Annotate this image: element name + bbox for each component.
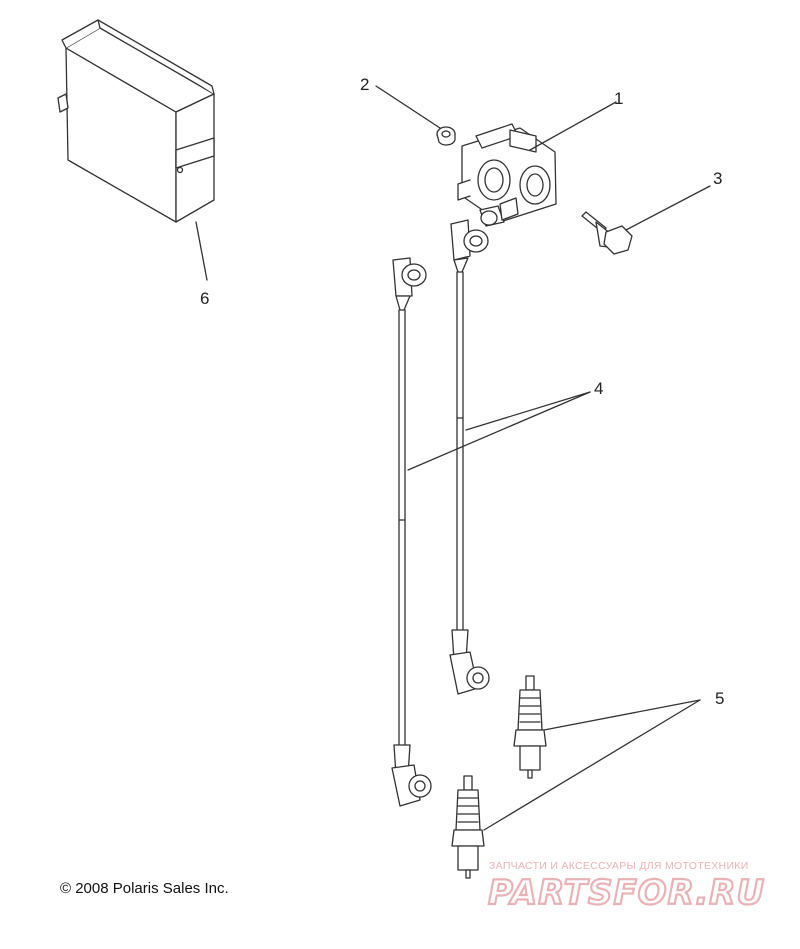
callout-3: 3 <box>713 169 723 188</box>
copyright-notice: © 2008 Polaris Sales Inc. <box>60 880 229 897</box>
callout-4: 4 <box>594 379 604 398</box>
part-4-spark-plug-wires <box>391 219 591 807</box>
watermark-logo-image: PARTSFOR.RU <box>487 872 765 914</box>
watermark-logo-glyphs: PARTSFOR.RU <box>488 873 765 912</box>
callout-1: 1 <box>614 89 624 108</box>
watermark-tagline: ЗАПЧАСТИ И АКСЕССУАРЫ ДЛЯ МОТОТЕХНИКИ <box>489 860 749 872</box>
part-3-bolt <box>581 185 711 255</box>
callout-5: 5 <box>715 689 725 708</box>
part-6-control-module <box>57 19 215 281</box>
callout-6: 6 <box>200 289 210 308</box>
part-5-spark-plugs <box>451 675 701 879</box>
part-2-spacer <box>375 85 456 146</box>
watermark-logo: PARTSFOR.RU PARTSFOR.RU <box>486 872 786 914</box>
part-1-ignition-coil <box>457 101 617 227</box>
callout-2: 2 <box>360 75 370 94</box>
